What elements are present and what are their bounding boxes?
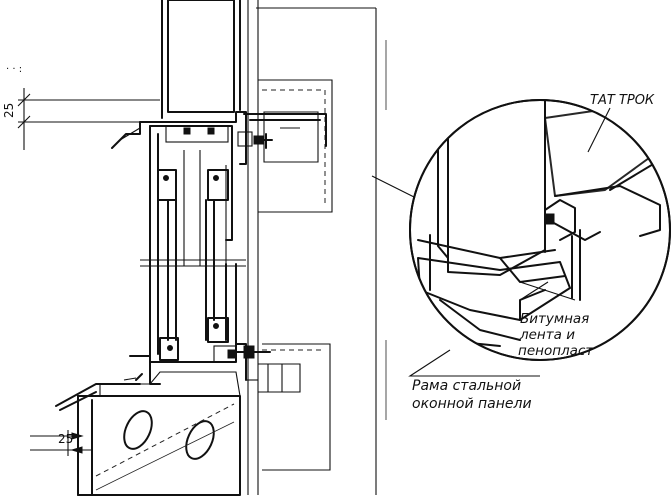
enlarged-detail-circle: ТАТ ТРОК (409, 93, 671, 361)
steel-frame-callout: Рама стальной оконной панели (408, 349, 540, 412)
main-section: 25 25 · · : (2, 0, 387, 496)
steel-frame-label-1: Рама стальной (412, 378, 521, 394)
upper-dimension-label: 25 (2, 103, 16, 118)
steel-frame-label-2: оконной панели (412, 396, 532, 412)
bitumen-tape-label-1: Битумная (520, 311, 589, 327)
upper-wall-panel (167, 0, 235, 113)
bitumen-tape-label-3: пенопласт (518, 343, 594, 359)
svg-text:· · :: · · : (6, 64, 22, 75)
bitumen-tape-callout: Битумная лента и пенопласт (518, 281, 594, 359)
lower-dimension-label: 25 (58, 432, 73, 446)
upper-dimension: 25 (2, 88, 160, 150)
bitumen-tape-label-2: лента и (519, 327, 575, 343)
top-partial-label: ТАТ ТРОК (590, 93, 655, 108)
lower-dimension: 25 (30, 430, 92, 456)
